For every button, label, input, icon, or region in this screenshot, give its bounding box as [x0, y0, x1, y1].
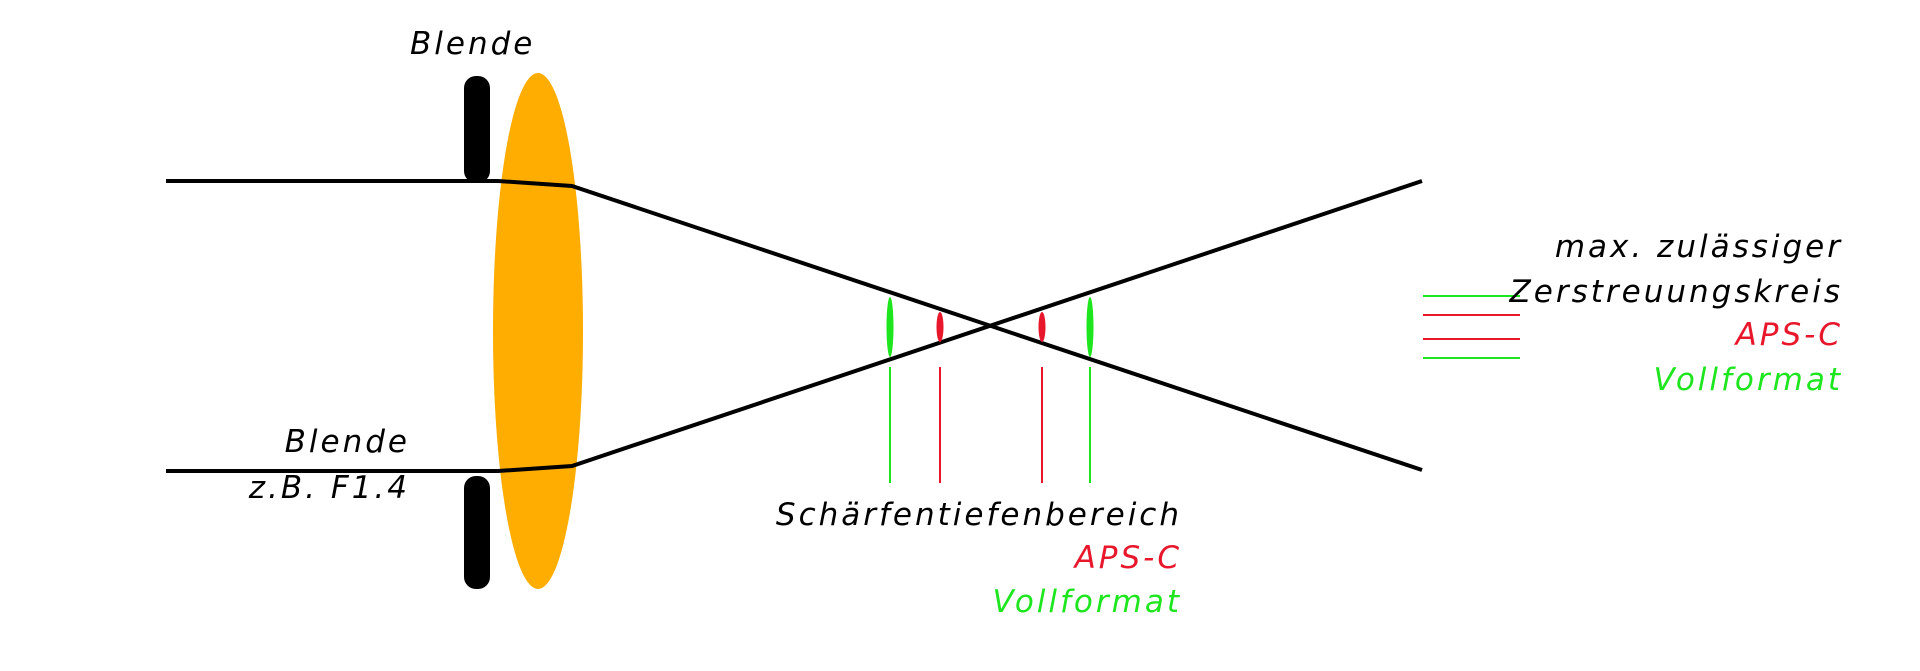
dof-apsc-label: APS-C	[1073, 540, 1182, 576]
aperture-blade-bottom	[464, 476, 490, 589]
dof-title-label: Schärfentiefenbereich	[776, 497, 1182, 533]
aperture-top-label: Blende	[410, 26, 535, 62]
aperture-bottom-label: Blende	[285, 424, 410, 460]
legend-title-line2: Zerstreuungskreis	[1509, 274, 1843, 310]
coc-fullframe-near	[886, 297, 894, 357]
ray-top	[166, 179, 1423, 472]
aperture-blade-top	[464, 76, 490, 183]
coc-fullframe-far	[1086, 297, 1094, 357]
dof-fullframe-label: Vollformat	[992, 584, 1182, 620]
coc-apsc-near	[936, 312, 944, 342]
legend-fullframe-label: Vollformat	[1653, 362, 1843, 398]
legend-apsc-label: APS-C	[1734, 317, 1843, 353]
ray-bottom	[166, 179, 1423, 473]
lens	[493, 73, 583, 589]
coc-apsc-far	[1038, 312, 1046, 342]
aperture-value-label: z.B. F1.4	[248, 470, 410, 506]
legend-title-line1: max. zulässiger	[1555, 229, 1843, 265]
